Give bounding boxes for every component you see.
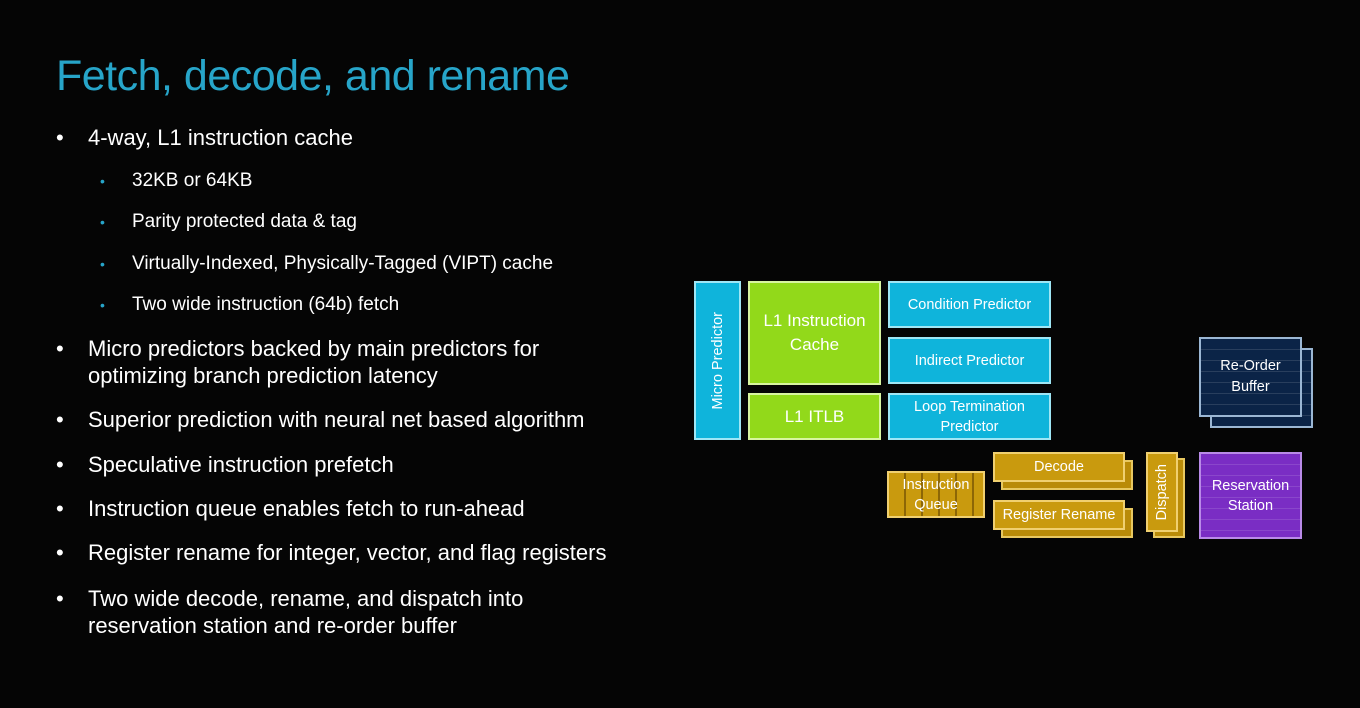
rs-label-line2: Station xyxy=(1227,497,1274,514)
iq-label-line1: Instruction xyxy=(902,476,970,493)
rs-label-line1: Reservation xyxy=(1211,477,1290,494)
bullet-text: Register rename for integer, vector, and… xyxy=(88,540,607,565)
bullet-text: Speculative instruction prefetch xyxy=(88,452,394,477)
sub-bullet-dot: • xyxy=(100,214,105,230)
bullet-dot: • xyxy=(56,125,64,150)
bullet-dot: • xyxy=(56,407,64,432)
dispatch-label: Dispatch xyxy=(1154,463,1170,521)
bullet-dot: • xyxy=(56,540,64,565)
sub-bullet-text: Two wide instruction (64b) fetch xyxy=(132,294,400,315)
iq-label-line2: Queue xyxy=(914,496,958,513)
rob-label-line1: Re-Order xyxy=(1220,358,1281,374)
bullet-dot: • xyxy=(56,452,64,477)
bullet-dot: • xyxy=(56,586,64,611)
bullet-text-line2: reservation station and re-order buffer xyxy=(88,613,457,638)
bullet-text-line1: Micro predictors backed by main predicto… xyxy=(88,336,540,361)
micro-predictor-label: Micro Predictor xyxy=(709,311,726,410)
register-rename-label: Register Rename xyxy=(1002,507,1116,523)
reorder-buffer-block: Re-Order Buffer xyxy=(1199,337,1302,417)
bullet-text-line1: Two wide decode, rename, and dispatch in… xyxy=(88,586,524,611)
l1-icache-label-line2: Cache xyxy=(789,335,840,354)
sub-bullet-dot: • xyxy=(100,173,105,189)
condition-predictor-label: Condition Predictor xyxy=(907,296,1032,313)
decode-label: Decode xyxy=(1034,459,1084,475)
bullet-text: Superior prediction with neural net base… xyxy=(88,407,585,432)
indirect-predictor-block: Indirect Predictor xyxy=(888,337,1051,384)
loop-term-label-line2: Predictor xyxy=(940,418,999,435)
bullet-dot: • xyxy=(56,496,64,521)
bullet-text-line2: optimizing branch prediction latency xyxy=(88,363,438,388)
rob-label-line2: Buffer xyxy=(1231,379,1270,395)
sub-bullet-text: Parity protected data & tag xyxy=(132,211,357,232)
bullet-text: 4-way, L1 instruction cache xyxy=(88,125,353,150)
l1-itlb-label: L1 ITLB xyxy=(784,406,845,426)
slide-title: Fetch, decode, and rename xyxy=(56,52,570,100)
l1-itlb-block: L1 ITLB xyxy=(748,393,881,440)
sub-bullet-text: Virtually-Indexed, Physically-Tagged (VI… xyxy=(132,253,554,274)
loop-termination-predictor-block: Loop Termination Predictor xyxy=(888,393,1051,440)
sub-bullet-text: 32KB or 64KB xyxy=(132,170,253,191)
l1-icache-label-line1: L1 Instruction xyxy=(763,311,866,330)
l1-instruction-cache-block: L1 Instruction Cache xyxy=(748,281,881,385)
indirect-predictor-label: Indirect Predictor xyxy=(914,352,1025,369)
dispatch-block: Dispatch xyxy=(1146,452,1178,532)
register-rename-block: Register Rename xyxy=(993,500,1125,530)
reservation-station-block: Reservation Station xyxy=(1199,452,1302,539)
sub-bullet-dot: • xyxy=(100,297,105,313)
bullet-text: Instruction queue enables fetch to run-a… xyxy=(88,496,525,521)
loop-term-label-line1: Loop Termination xyxy=(914,398,1025,415)
decode-block: Decode xyxy=(993,452,1125,482)
instruction-queue-block: Instruction Queue xyxy=(887,471,985,518)
bullet-dot: • xyxy=(56,336,64,361)
micro-predictor-block: Micro Predictor xyxy=(694,281,741,440)
condition-predictor-block: Condition Predictor xyxy=(888,281,1051,328)
sub-bullet-dot: • xyxy=(100,256,105,272)
